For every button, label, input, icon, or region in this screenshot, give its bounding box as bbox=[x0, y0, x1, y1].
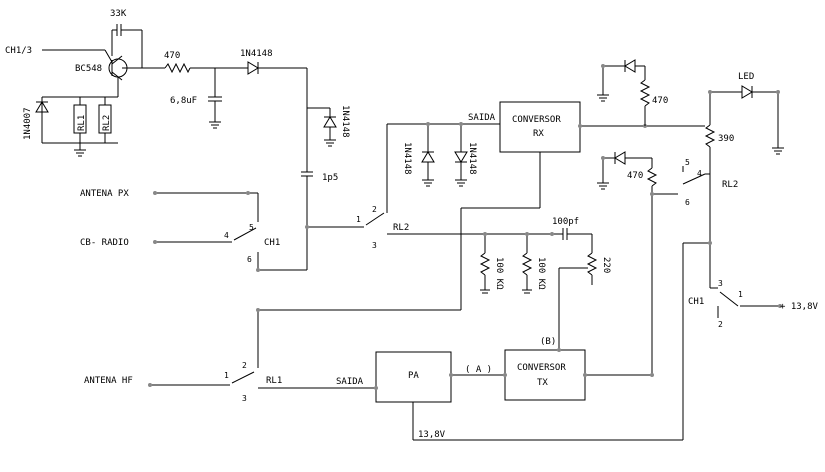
led-tx bbox=[614, 151, 626, 165]
label-13-8v-right: + 13,8V bbox=[780, 302, 819, 312]
label-33k: 33K bbox=[110, 9, 127, 19]
ch1-switch-left bbox=[153, 191, 260, 272]
label-1n4148-b: 1N4148 bbox=[340, 105, 350, 138]
resistor-220 bbox=[586, 252, 598, 276]
rl2-switch-middle bbox=[305, 122, 552, 235]
label-antena-hf: ANTENA HF bbox=[84, 376, 133, 386]
label-470-a: 470 bbox=[164, 51, 180, 61]
label-390: 390 bbox=[718, 134, 734, 144]
diode-1n4148-d bbox=[454, 151, 468, 163]
diode-1n4007 bbox=[35, 101, 49, 113]
label-1n4007: 1N4007 bbox=[23, 107, 33, 140]
label-conversor-tx-2: TX bbox=[537, 378, 548, 388]
resistor-470-b bbox=[639, 79, 651, 107]
label-1p5: 1p5 bbox=[322, 173, 338, 183]
pin-rl1-1: 1 bbox=[224, 371, 229, 380]
label-1n4148-c: 1N4148 bbox=[402, 142, 412, 175]
led-rl2-right bbox=[682, 85, 784, 288]
pin-rl2-2: 2 bbox=[372, 205, 377, 214]
label-ch1-right: CH1 bbox=[688, 297, 704, 307]
pin-ch1-6: 6 bbox=[247, 255, 252, 264]
label-rl1-switch: RL1 bbox=[266, 376, 282, 386]
label-cb-radio: CB- RADIO bbox=[80, 238, 129, 248]
label-6-8uf: 6,8uF bbox=[170, 96, 197, 106]
label-220: 220 bbox=[601, 257, 611, 273]
diode-1n4148-b bbox=[323, 116, 337, 128]
diode-1n4148-a bbox=[247, 61, 259, 75]
label-conversor-tx-1: CONVERSOR bbox=[517, 363, 566, 373]
conversor-tx-box bbox=[504, 349, 586, 401]
pin-ch1r-2: 2 bbox=[718, 320, 723, 329]
label-bc548: BC548 bbox=[75, 64, 102, 74]
tx-chain bbox=[148, 308, 683, 441]
label-pa: PA bbox=[408, 371, 419, 381]
coupling-stage bbox=[260, 68, 355, 271]
conversor-rx-block bbox=[258, 101, 705, 311]
label-rl1: RL1 bbox=[77, 115, 87, 131]
led-indicators bbox=[597, 59, 678, 375]
conversor-rx-box bbox=[499, 101, 581, 153]
label-led: LED bbox=[738, 72, 754, 82]
ch1-switch-right bbox=[682, 241, 782, 440]
label-antena-px: ANTENA PX bbox=[80, 189, 129, 199]
label-a: ( A ) bbox=[465, 365, 492, 375]
label-100k-1: 100 KΩ bbox=[494, 257, 504, 290]
label-100k-2: 100 KΩ bbox=[536, 257, 546, 290]
pin-ch1r-1: 1 bbox=[738, 290, 743, 299]
diode-1n4148-c bbox=[421, 151, 435, 163]
label-rl2-middle: RL2 bbox=[393, 223, 409, 233]
label-rl2: RL2 bbox=[102, 115, 112, 131]
pin-rl1-2: 2 bbox=[242, 361, 247, 370]
resistor-470-c bbox=[646, 167, 658, 187]
label-rl2-right: RL2 bbox=[722, 180, 738, 190]
pin-ch1r-3: 3 bbox=[718, 279, 723, 288]
label-470-c: 470 bbox=[627, 171, 643, 181]
resistor-390 bbox=[704, 124, 716, 148]
label-1n4148-a: 1N4148 bbox=[240, 49, 273, 59]
pin-rl2-3: 3 bbox=[372, 241, 377, 250]
label-conversor-rx-2: RX bbox=[533, 129, 544, 139]
pin-ch1-4: 4 bbox=[224, 231, 229, 240]
pin-rl2r-5: 5 bbox=[685, 158, 690, 167]
resistor-470-a bbox=[164, 62, 191, 74]
label-saida-rx: SAIDA bbox=[468, 113, 496, 123]
pin-rl1-3: 3 bbox=[242, 394, 247, 403]
label-conversor-rx-1: CONVERSOR bbox=[512, 115, 561, 125]
label-b: (B) bbox=[540, 337, 556, 347]
pin-rl2r-6: 6 bbox=[685, 198, 690, 207]
pin-rl2-1: 1 bbox=[356, 215, 361, 224]
pin-rl2r-4: 4 bbox=[697, 169, 702, 178]
label-saida-pa: SAIDA bbox=[336, 377, 364, 387]
pin-ch1-5: 5 bbox=[249, 223, 254, 232]
label-ch1-3: CH1/3 bbox=[5, 46, 32, 56]
transistor-stage bbox=[35, 24, 307, 157]
label-13-8v-bottom: 13,8V bbox=[418, 430, 446, 440]
led-rx bbox=[624, 59, 636, 73]
label-470-b: 470 bbox=[652, 96, 668, 106]
label-ch1-left: CH1 bbox=[264, 238, 280, 248]
label-1n4148-d: 1N4148 bbox=[467, 142, 477, 175]
resistor-100k-2 bbox=[521, 252, 533, 276]
resistor-100k-1 bbox=[479, 252, 491, 276]
label-100pf: 100pf bbox=[552, 217, 579, 227]
led-main bbox=[741, 85, 753, 99]
output-filter bbox=[479, 228, 598, 350]
